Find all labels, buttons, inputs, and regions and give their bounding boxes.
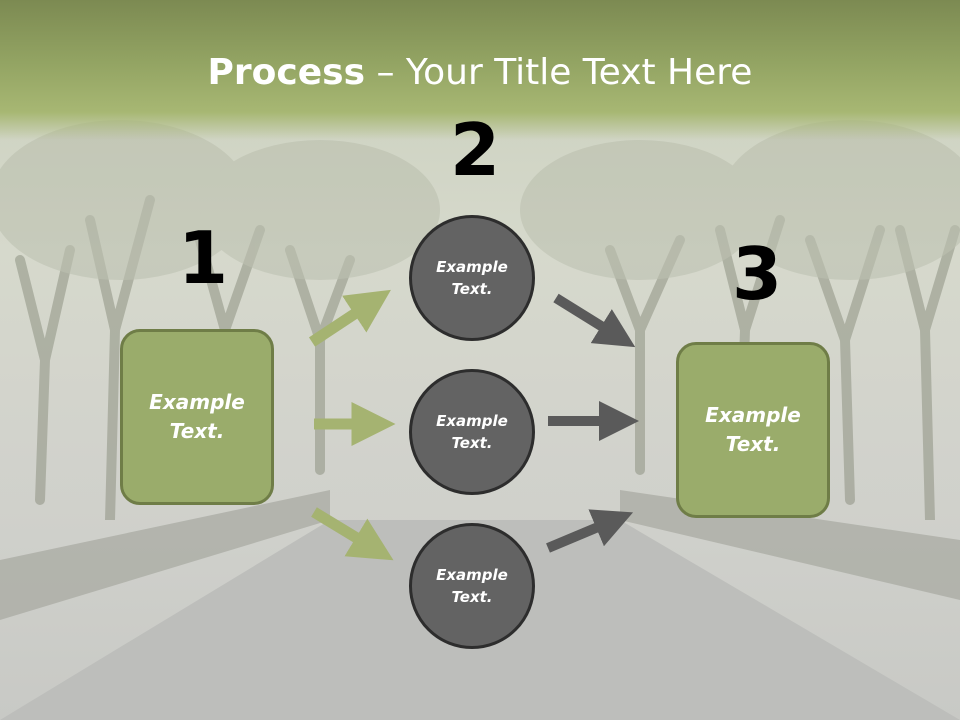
circle-middle: Example Text. bbox=[409, 369, 535, 495]
left-box-line2: Text. bbox=[169, 419, 225, 443]
right-box-line2: Text. bbox=[725, 432, 781, 456]
step-number-2: 2 bbox=[450, 108, 501, 192]
circle-top-line2: Text. bbox=[451, 280, 493, 298]
circle-bottom: Example Text. bbox=[409, 523, 535, 649]
right-box-line1: Example bbox=[705, 403, 801, 427]
title-band bbox=[0, 0, 960, 140]
step-number-1: 1 bbox=[178, 216, 229, 300]
slide-title: Process – Your Title Text Here bbox=[0, 52, 960, 93]
circle-bottom-line1: Example bbox=[436, 565, 508, 584]
circle-top-line1: Example bbox=[436, 257, 508, 276]
circle-middle-line2: Text. bbox=[451, 434, 493, 452]
circle-middle-line1: Example bbox=[436, 411, 508, 430]
title-rest: – Your Title Text Here bbox=[365, 52, 753, 93]
circle-top: Example Text. bbox=[409, 215, 535, 341]
circle-bottom-line2: Text. bbox=[451, 588, 493, 606]
step-number-3: 3 bbox=[732, 232, 783, 316]
arrow-top-to-right bbox=[553, 293, 636, 348]
arrow-bottom-to-right bbox=[546, 509, 634, 553]
tree-silhouettes bbox=[0, 120, 960, 520]
right-example-box: Example Text. bbox=[676, 342, 830, 518]
arrow-left-to-top bbox=[308, 289, 391, 347]
left-example-box: Example Text. bbox=[120, 329, 274, 505]
title-bold: Process bbox=[207, 52, 366, 93]
arrow-left-to-bottom bbox=[311, 507, 394, 561]
left-box-line1: Example bbox=[149, 390, 245, 414]
